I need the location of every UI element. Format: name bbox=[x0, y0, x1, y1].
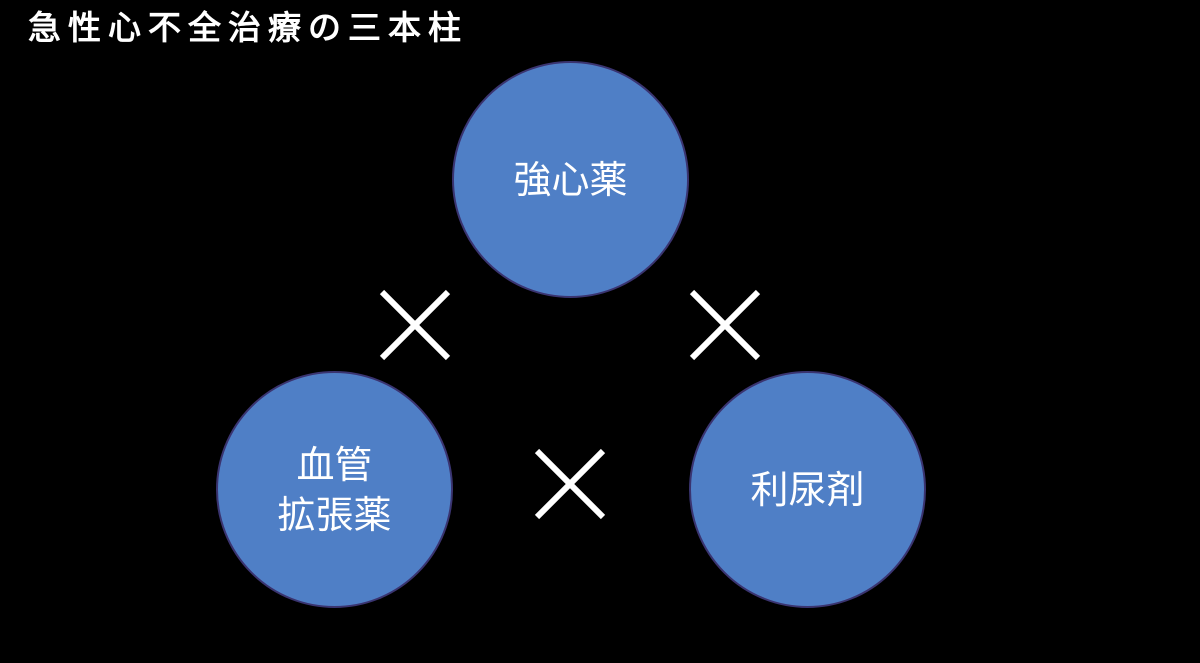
slide-title: 急性心不全治療の三本柱 bbox=[28, 8, 468, 47]
pillar-diuretics-label: 利尿剤 bbox=[750, 467, 865, 512]
cross-icon bbox=[379, 289, 451, 361]
pillar-inotropes: 強心薬 bbox=[452, 61, 689, 298]
pillar-inotropes-label: 強心薬 bbox=[513, 157, 628, 202]
pillar-vasodilators: 血管 拡張薬 bbox=[216, 371, 453, 608]
pillar-vasodilators-label: 血管 拡張薬 bbox=[277, 442, 392, 537]
pillar-diuretics: 利尿剤 bbox=[689, 371, 926, 608]
cross-icon bbox=[689, 289, 761, 361]
cross-icon bbox=[534, 448, 606, 520]
